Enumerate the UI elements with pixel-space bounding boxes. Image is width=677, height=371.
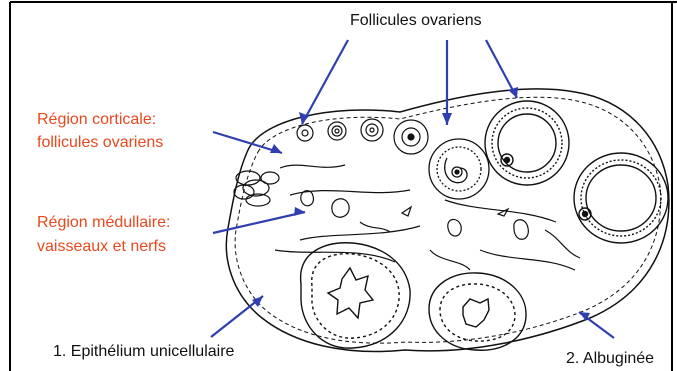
frame-border — [10, 2, 677, 371]
growing-follicle — [394, 120, 428, 154]
medullary-vessels — [275, 165, 580, 270]
annotation-arrows — [211, 40, 614, 338]
medullary-label-line2: vaisseaux et nerfs — [37, 237, 166, 257]
diagram-title: Follicules ovariens — [350, 11, 482, 31]
epithelium-label: 1. Epithélium unicellulaire — [53, 342, 234, 362]
medullary-label-line1: Région médullaire: — [37, 213, 170, 233]
albuginea-label: 2. Albuginée — [566, 349, 654, 369]
corpus-luteum-left — [301, 243, 411, 348]
mature-follicle — [485, 101, 569, 185]
ovary-outline — [226, 89, 669, 352]
outer-tissue — [234, 171, 279, 206]
primordial-follicles — [297, 119, 383, 141]
cortical-label-line1: Région corticale: — [37, 110, 156, 130]
corpus-luteum-right — [429, 273, 526, 350]
large-follicle — [574, 153, 668, 243]
cortical-label-line2: follicules ovariens — [37, 133, 163, 153]
antral-follicle — [429, 139, 489, 199]
